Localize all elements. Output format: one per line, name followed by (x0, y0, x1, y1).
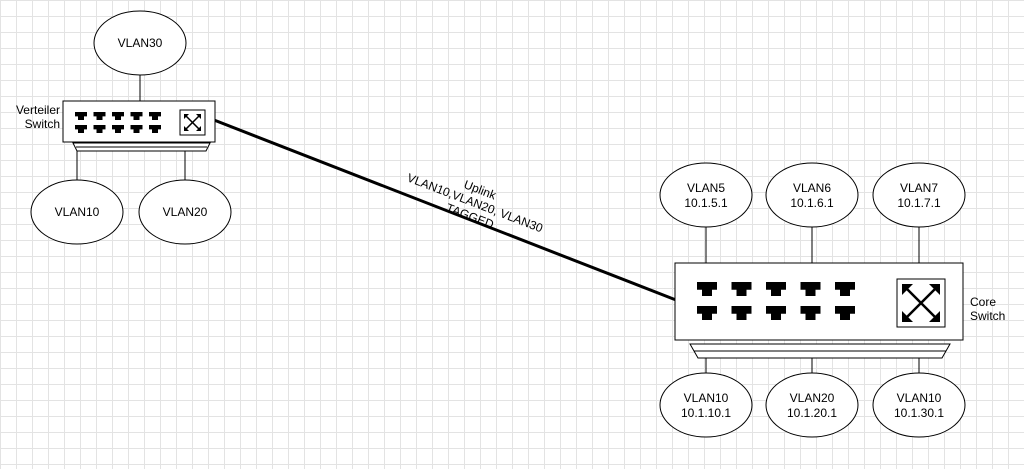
vlan30-core-name: VLAN10 (896, 391, 942, 405)
distribution-switch-label-line2: Switch (24, 117, 60, 131)
distribution-switch-label: Verteiler Switch (4, 103, 60, 131)
vlan6-name: VLAN6 (792, 181, 832, 195)
vlan7-name: VLAN7 (899, 181, 939, 195)
port-icon (697, 282, 717, 296)
vlan5-ip: 10.1.5.1 (684, 196, 728, 210)
vlan30-label: VLAN30 (117, 36, 163, 50)
core-switch (674, 262, 964, 359)
switch-arrows-icon (896, 278, 946, 328)
port-icon (835, 306, 855, 320)
uplink-line (213, 118, 677, 302)
distribution-switch-base (72, 142, 211, 152)
vlan10-core-node (659, 372, 753, 438)
core-switch-label-line2: Switch (970, 309, 1006, 323)
vlan20-core-label: VLAN20 10.1.20.1 (766, 391, 858, 421)
vlan20-core-name: VLAN20 (789, 391, 835, 405)
port-icon (835, 282, 855, 296)
port-icon (731, 282, 752, 296)
vlan10-core-ip: 10.1.10.1 (680, 406, 732, 420)
distribution-switch-label-line1: Verteiler (15, 103, 60, 117)
port-icon (800, 306, 821, 320)
port-icon (112, 112, 124, 120)
port-icon (800, 282, 821, 296)
vlan10-label: VLAN10 (54, 205, 100, 219)
vlan30-node (93, 10, 187, 76)
port-icon (766, 282, 786, 296)
switch-arrows-icon (179, 109, 206, 136)
vlan20-label: VLAN20 (162, 205, 208, 219)
port-icon (112, 125, 124, 133)
distribution-switch (62, 100, 216, 152)
vlan10-node (30, 179, 124, 245)
vlan5-name: VLAN5 (686, 181, 726, 195)
vlan10-core-name: VLAN10 (683, 391, 729, 405)
vlan20-core-ip: 10.1.20.1 (786, 406, 838, 420)
core-switch-base (689, 343, 951, 359)
vlan7-label: VLAN7 10.1.7.1 (873, 181, 965, 211)
distribution-switch-ports (75, 112, 161, 133)
core-switch-label: Core Switch (970, 295, 1005, 323)
port-icon (697, 306, 717, 320)
vlan5-label: VLAN5 10.1.5.1 (660, 181, 752, 211)
vlan30-core-label: VLAN10 10.1.30.1 (873, 391, 965, 421)
port-icon (93, 112, 106, 120)
port-icon (93, 125, 106, 133)
port-icon (731, 306, 752, 320)
core-switch-ports (697, 282, 855, 320)
port-icon (149, 112, 161, 120)
port-icon (149, 125, 161, 133)
vlan10-core-label: VLAN10 10.1.10.1 (660, 391, 752, 421)
core-switch-label-line1: Core (970, 295, 997, 309)
vlan5-node (659, 162, 753, 228)
vlan30-core-ip: 10.1.30.1 (893, 406, 945, 420)
port-icon (130, 112, 143, 120)
port-icon (130, 125, 143, 133)
vlan20-core-node (765, 372, 859, 438)
vlan7-ip: 10.1.7.1 (897, 196, 941, 210)
vlan20-node (138, 179, 232, 245)
vlan30-core-node (872, 372, 966, 438)
vlan7-node (872, 162, 966, 228)
port-icon (75, 112, 87, 120)
port-icon (75, 125, 87, 133)
port-icon (766, 306, 786, 320)
vlan6-node (765, 162, 859, 228)
vlan6-ip: 10.1.6.1 (790, 196, 834, 210)
vlan6-label: VLAN6 10.1.6.1 (766, 181, 858, 211)
